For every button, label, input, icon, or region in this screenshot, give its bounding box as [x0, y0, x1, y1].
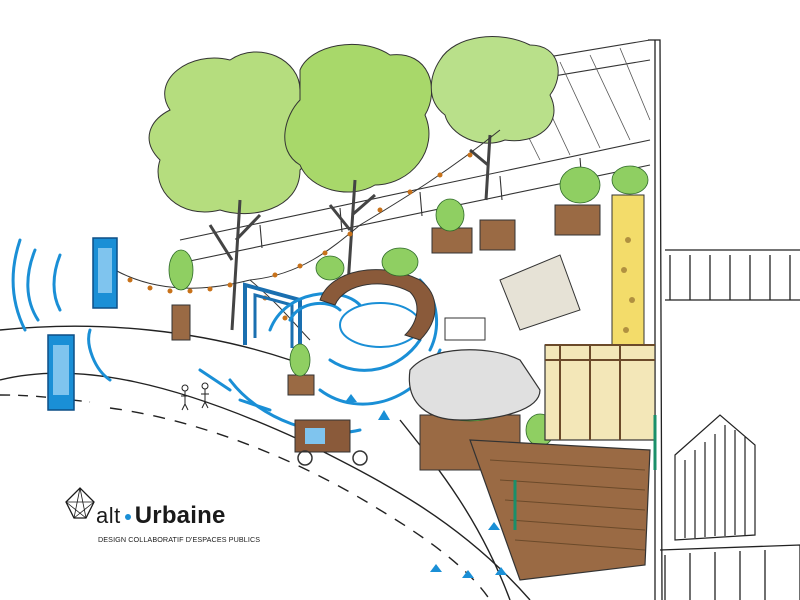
building-right: [648, 39, 800, 600]
food-truck: [408, 317, 541, 421]
wood-deck: [469, 439, 651, 581]
people: [181, 382, 209, 411]
brand-prefix: alt: [96, 503, 121, 528]
blue-kiosk-1: [92, 237, 118, 309]
yellow-column: [611, 194, 645, 346]
tree-3: [430, 36, 559, 201]
right-pavilion: [674, 414, 756, 541]
brand-tagline: DESIGN COLLABORATIF D'ESPACES PUBLICS: [98, 535, 261, 544]
ripple-arcs: [11, 238, 442, 435]
deck-posts: [513, 415, 657, 530]
brand-dot: [124, 513, 131, 520]
water-circle: [339, 302, 421, 348]
tree-2: [284, 43, 433, 286]
tree-1: [148, 51, 320, 331]
shade-sail: [499, 254, 581, 331]
alt-urbaine-logo: alt Urbaine DESIGN COLLABORATIF D'ESPACES…: [62, 484, 262, 554]
logo-mark-icon: [65, 487, 95, 519]
cart: [294, 419, 368, 466]
arch-structure: [243, 282, 302, 355]
circular-bench: [319, 269, 436, 341]
pergola: [544, 344, 656, 441]
triangle-markers: [345, 394, 507, 578]
brand-name: alt Urbaine: [96, 502, 226, 530]
blue-kiosk-2: [47, 334, 75, 411]
brand-main: Urbaine: [134, 502, 226, 529]
